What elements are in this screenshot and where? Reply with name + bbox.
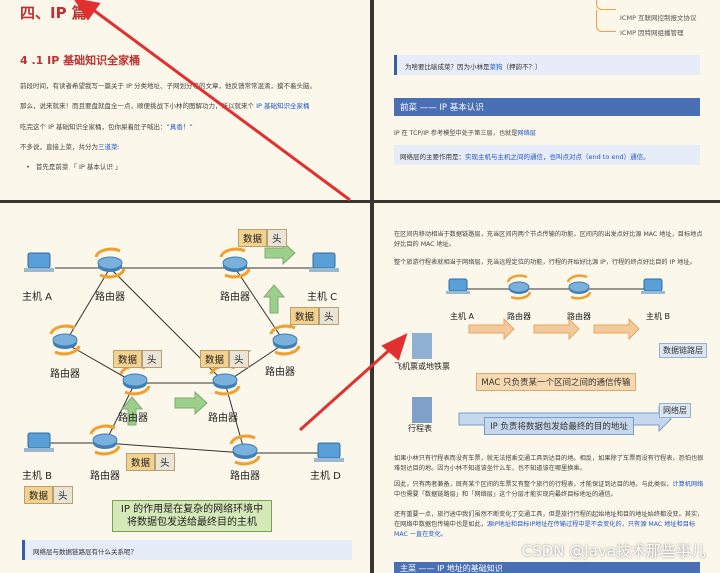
intro-paragraph-2: 那么，说来就来！而且要盘就盘全一点，顺便挑战下小林的图解功力，所以就来个 IP … bbox=[20, 102, 310, 110]
router-label: 路由器 bbox=[118, 413, 148, 424]
intro-network-layer: IP 在 TCP/IP 参考模型中处于第三层，也就是网络层 bbox=[394, 130, 536, 137]
page-layer-comparison: 在区间内移动相当于数据链路层，充当区间内两个节点传输的功能，区间内的出发点好比源… bbox=[374, 203, 720, 573]
page-ip-intro: 四、IP 篇 4 .1 IP 基础知识全家桶 前段时间，有读者希望我写一篇关于 … bbox=[0, 0, 370, 200]
body-text: 还有重要一点，旅行途中我们虽然不断变化了交通工具，但是旅行行程的起始地址和目的地… bbox=[394, 511, 704, 518]
router-label: 路由器 bbox=[208, 413, 238, 424]
data-packet-tag: 数据头 bbox=[126, 453, 175, 471]
host-a-label: 主机 A bbox=[22, 292, 53, 303]
body-text: 因此，只有两者兼备，既有某个区间的车票又有整个旅行的行程表，才能保证到达目的地。… bbox=[394, 481, 704, 488]
ticket-label: 飞机票或地铁票 bbox=[394, 362, 450, 371]
section-title: 4 .1 IP 基础知识全家桶 bbox=[20, 54, 141, 67]
body-text: 中也需要「数据链路层」和「网络层」这个分层才能实现向最终目标地址的通信。 bbox=[394, 491, 617, 498]
router-label: 路由器 bbox=[220, 292, 250, 303]
network-layer-note: 网络层的主要作用是：实现主机与主机之间的通信，也叫点对点（end to end）… bbox=[394, 145, 700, 165]
data-link-layer-label: 数据链路层 bbox=[659, 343, 707, 358]
link-computer-network[interactable]: 计算机网络 bbox=[672, 481, 704, 488]
mindmap-item: ICMP 因特网组播管理 bbox=[620, 29, 684, 37]
host-d-label: 主机 D bbox=[310, 471, 341, 482]
question-box: 网络层与数据链路层有什么关系呢？ bbox=[22, 540, 352, 560]
body-text: 在网络中数据包传输中也是如此，源IP地址和目标IP地址在传输过程中是不会变化的，… bbox=[394, 521, 696, 528]
data-packet-tag: 数据头 bbox=[200, 350, 249, 368]
data-packet-tag: 数据头 bbox=[113, 350, 162, 368]
router-label: 路由器 bbox=[265, 367, 295, 378]
router-label: 路由器 bbox=[90, 471, 120, 482]
data-packet-tag: 数据头 bbox=[24, 486, 73, 504]
itinerary-label: 行程表 bbox=[408, 424, 432, 433]
body-text: 在区间内移动相当于数据链路层，充当区间内两个节点传输的功能，区间内的出发点好比源… bbox=[394, 231, 703, 238]
host-c-label: 主机 C bbox=[307, 292, 338, 303]
intro-paragraph-1: 前段时间，有读者希望我写一篇关于 IP 分类地址、子网划分等的文章，他反馈常常混… bbox=[20, 82, 316, 90]
mindmap-item: ICMP 互联网控制报文协议 bbox=[620, 14, 697, 22]
link-caigou[interactable]: 菜狗 bbox=[489, 63, 503, 71]
body-text: 难到达目的地。因为小林不知道该坐什么车，也不知道该在哪里换乘。 bbox=[394, 465, 586, 472]
link-three-dishes[interactable]: 三道菜 bbox=[98, 143, 118, 151]
data-packet-tag: 数据头 bbox=[238, 229, 287, 247]
mindmap-branch bbox=[596, 10, 616, 32]
section-bar-appetizer: 前菜 —— IP 基本认识 bbox=[394, 98, 700, 116]
body-text: 好比目的 MAC 地址。 bbox=[394, 241, 456, 248]
page-ip-basics: ICMP 互联网控制报文协议 ICMP 因特网组播管理 为啥要比喻成菜？因为小林… bbox=[374, 0, 720, 200]
link-ip-family[interactable]: IP 基础知识全家桶 bbox=[256, 102, 310, 110]
body-text: 整个旅游行程表就相当于网络层，充当远程定位的功能，行程的开始好比源 IP，行程的… bbox=[394, 259, 696, 266]
host-a-label: 主机 A bbox=[450, 312, 475, 321]
mindmap-branch bbox=[596, 0, 616, 10]
data-packet-tag: 数据头 bbox=[290, 307, 339, 325]
section-bar-main: 主菜 —— IP 地址的基础知识 bbox=[394, 562, 700, 573]
ip-scope-bar: IP 负责将数据包发给最终的目的地址 bbox=[484, 417, 634, 435]
body-text: 如果小林只有行程表而没有车票，就无法搭乘交通工具到达目的地。相反，如果除了车票而… bbox=[394, 455, 704, 462]
mac-scope-bar: MAC 只负责某一个区间之间的通信传输 bbox=[476, 373, 636, 391]
router-label: 路由器 bbox=[230, 471, 260, 482]
router-label: 路由器 bbox=[507, 312, 531, 321]
intro-paragraph-4: 不多说，直接上菜，共分为三道菜: bbox=[20, 143, 120, 151]
host-b-label: 主机 B bbox=[22, 471, 53, 482]
network-layer-label: 网络层 bbox=[659, 403, 691, 418]
body-text: MAC 一直在变化。 bbox=[394, 531, 447, 538]
list-item: 首先是前菜 「 IP 基本认识 」 bbox=[26, 161, 122, 171]
chapter-title: 四、IP 篇 bbox=[20, 4, 87, 22]
router-label: 路由器 bbox=[95, 292, 125, 303]
link-network-layer[interactable]: 网络层 bbox=[517, 130, 536, 137]
csdn-watermark: CSDN @Java技术那些事儿 bbox=[521, 542, 706, 560]
page-network-diagram: 主机 A 路由器 路由器 主机 C 路由器 路由器 路由器 路由器 主机 B 路… bbox=[0, 203, 370, 573]
host-b-label: 主机 B bbox=[646, 312, 671, 321]
router-label: 路由器 bbox=[50, 369, 80, 380]
ip-role-caption: IP 的作用是在复杂的网络环境中 将数据包发送给最终目的主机 bbox=[112, 500, 272, 532]
intro-paragraph-3: 吃完这个 IP 基础知识全家桶，包你屎着肚子喊出：“真香！” bbox=[20, 123, 193, 131]
question-box: 为啥要比喻成菜？因为小林是菜狗（押韵不？） bbox=[394, 55, 700, 75]
router-label: 路由器 bbox=[567, 312, 591, 321]
